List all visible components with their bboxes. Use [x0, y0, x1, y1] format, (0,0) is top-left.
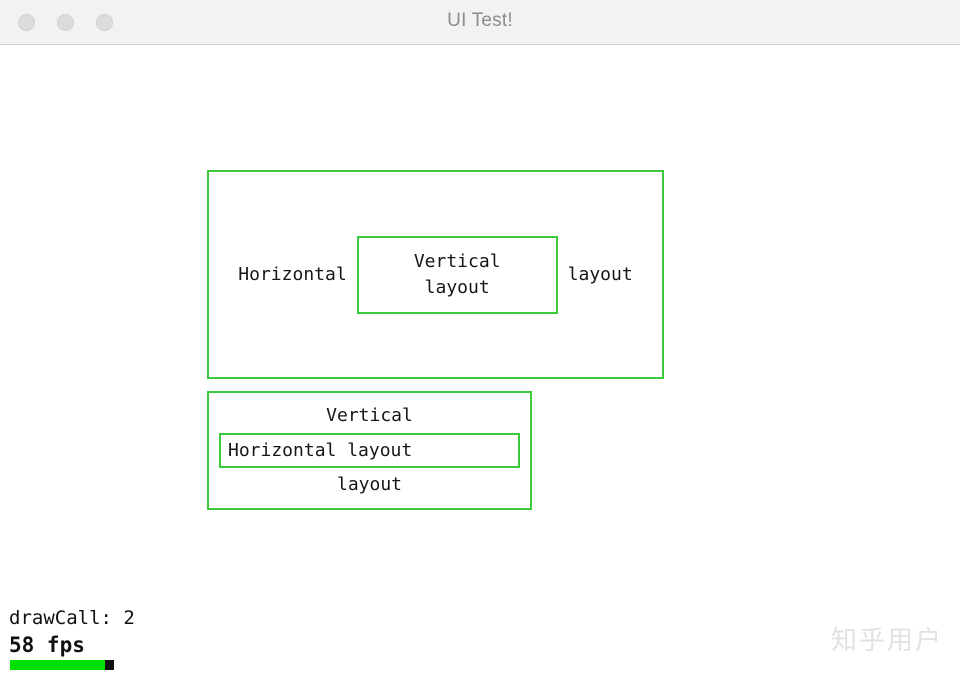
minimize-button[interactable]	[57, 14, 74, 31]
horizontal-layout-inner-label: Horizontal layout	[228, 439, 413, 461]
vertical-layout-label-bottom: layout	[336, 474, 403, 495]
vertical-layout-label-top: Vertical	[326, 405, 413, 426]
horizontal-layout-box-inner: Horizontal layout	[219, 433, 520, 468]
horizontal-layout-label-before: Horizontal	[238, 263, 347, 285]
render-canvas: Horizontal Vertical layout layout Vertic…	[0, 46, 960, 684]
zoom-button[interactable]	[96, 14, 113, 31]
drawcall-counter: drawCall: 2	[9, 607, 135, 629]
vertical-layout-label-after: layout	[424, 276, 490, 298]
performance-stats: drawCall: 2 58 fps	[9, 605, 135, 658]
window-title: UI Test!	[447, 10, 513, 31]
vertical-layout-label-before: Vertical	[413, 250, 501, 272]
window-titlebar: UI Test!	[0, 0, 960, 45]
fps-counter: 58 fps	[9, 633, 85, 657]
vertical-layout-box: Vertical Horizontal layout layout	[207, 391, 532, 510]
traffic-light-group	[18, 14, 113, 31]
horizontal-layout-box: Horizontal Vertical layout layout	[207, 170, 664, 379]
horizontal-layout-label-after: layout	[567, 263, 633, 285]
vertical-layout-box-inner: Vertical layout	[356, 235, 558, 314]
watermark: 知乎用户	[830, 625, 943, 655]
fps-bar-fill	[10, 660, 105, 670]
fps-bar-track	[10, 660, 114, 670]
close-button[interactable]	[18, 14, 35, 31]
